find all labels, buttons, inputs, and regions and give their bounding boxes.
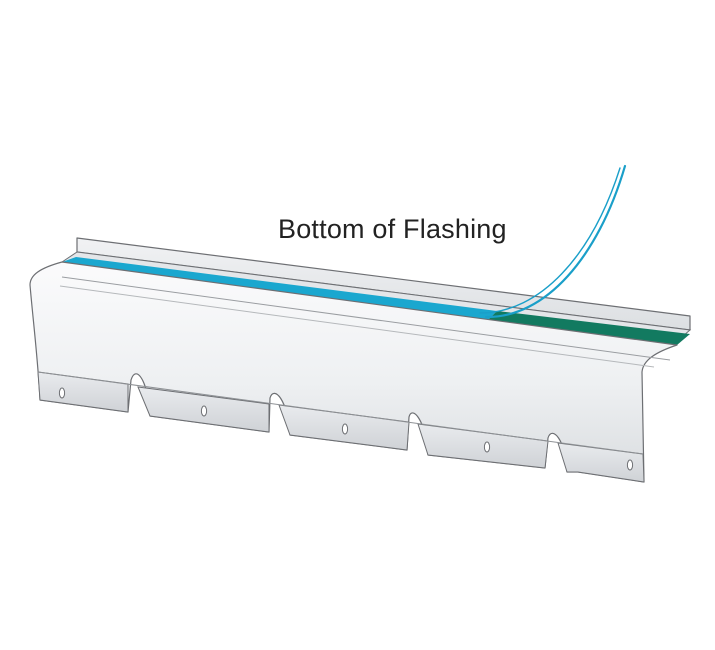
tab-crease [37, 371, 644, 455]
diagram-caption: Bottom of Flashing [278, 214, 507, 244]
ridge-line-2 [59, 285, 655, 368]
adhesive-tape-green [486, 311, 690, 345]
ridge-line-1 [61, 276, 671, 361]
nail-hole-3 [341, 423, 349, 435]
nail-hole-4 [483, 441, 491, 453]
nail-hole-5 [626, 459, 634, 471]
nail-hole-2 [200, 405, 208, 417]
nail-hole-1 [58, 387, 66, 399]
flashing-face [29, 261, 678, 483]
release-liner-edge [479, 167, 621, 314]
release-liner [484, 164, 627, 319]
